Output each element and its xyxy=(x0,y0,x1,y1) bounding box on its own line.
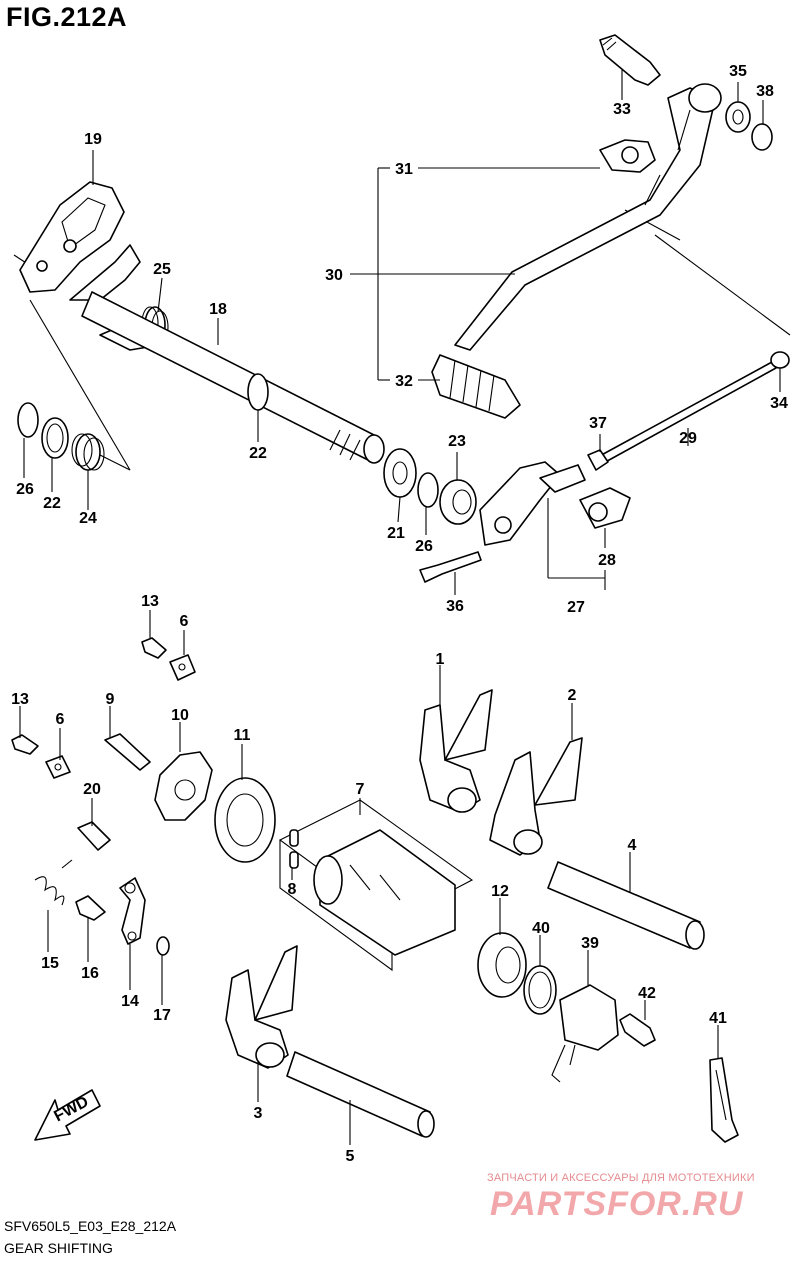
part-15-spring xyxy=(34,859,73,906)
part-11-bearing xyxy=(214,777,276,863)
part-39-gear-position-switch xyxy=(551,984,619,1083)
part-13-bolt-lower xyxy=(11,734,39,755)
label-part-6-upper: 6 xyxy=(180,613,189,630)
figure-name: GEAR SHIFTING xyxy=(4,1240,113,1256)
part-number-labels: 1 2 3 4 5 6 6 7 8 9 10 11 12 13 13 14 15… xyxy=(11,63,788,1165)
label-part-8: 8 xyxy=(288,881,297,898)
part-10-gearshift-cam-stopper xyxy=(154,751,213,821)
label-part-7: 7 xyxy=(356,781,365,798)
label-part-36: 36 xyxy=(446,598,464,615)
label-part-42: 42 xyxy=(638,985,656,1002)
label-part-2: 2 xyxy=(568,687,577,704)
label-part-5: 5 xyxy=(346,1148,355,1165)
label-part-16: 16 xyxy=(81,965,99,982)
part-35-washer xyxy=(725,101,751,133)
label-part-6-lower: 6 xyxy=(56,711,65,728)
label-part-25: 25 xyxy=(153,261,171,278)
part-14-stopper-arm xyxy=(119,877,146,945)
part-31-boss xyxy=(599,139,656,173)
label-part-40: 40 xyxy=(532,920,550,937)
watermark-logo: PARTSFOR.RU xyxy=(490,1185,744,1223)
label-part-24: 24 xyxy=(79,510,97,527)
label-part-27: 27 xyxy=(567,599,585,616)
part-20-screw xyxy=(77,821,111,851)
part-38-circlip xyxy=(751,123,773,151)
label-part-22-shaft: 22 xyxy=(249,445,267,462)
label-part-12: 12 xyxy=(491,883,509,900)
label-part-22-left: 22 xyxy=(43,495,61,512)
label-part-35: 35 xyxy=(729,63,747,80)
part-5-fork-shaft xyxy=(286,1051,435,1138)
label-part-20: 20 xyxy=(83,781,101,798)
part-40-o-ring xyxy=(523,965,557,1015)
label-part-17: 17 xyxy=(153,1007,171,1024)
label-part-21: 21 xyxy=(387,525,405,542)
label-part-29: 29 xyxy=(679,430,697,447)
label-part-34: 34 xyxy=(770,395,788,412)
part-6-plate-lower xyxy=(45,755,71,779)
part-17-washer xyxy=(156,936,170,956)
figure-model-code: SFV650L5_E03_E28_212A xyxy=(4,1218,177,1234)
part-27-shift-link-arm xyxy=(479,461,586,546)
part-36-bolt xyxy=(419,551,482,583)
label-part-1: 1 xyxy=(436,651,445,668)
label-part-13-lower: 13 xyxy=(11,691,29,708)
part-2-gearshift-fork xyxy=(489,737,583,856)
part-19-shift-cam-plate xyxy=(19,181,125,293)
part-13-bolt-upper xyxy=(141,637,167,659)
label-part-9: 9 xyxy=(106,691,115,708)
label-part-38: 38 xyxy=(756,83,774,100)
part-4-fork-shaft xyxy=(547,861,705,950)
parts-26-22-24-left-rings xyxy=(17,402,105,471)
part-16-bolt xyxy=(75,895,106,921)
part-6-plate-upper xyxy=(169,654,196,681)
label-part-18: 18 xyxy=(209,301,227,318)
part-41-clamp xyxy=(709,1057,739,1143)
label-part-33: 33 xyxy=(613,101,631,118)
label-part-4: 4 xyxy=(628,837,637,854)
part-3-gearshift-fork xyxy=(225,945,298,1069)
part-30-gearshift-lever xyxy=(454,83,722,351)
label-part-15: 15 xyxy=(41,955,59,972)
watermark-tagline: ЗАПЧАСТИ И АКСЕССУАРЫ ДЛЯ МОТОТЕХНИКИ xyxy=(487,1172,755,1184)
label-part-26-left: 26 xyxy=(16,481,34,498)
label-part-10: 10 xyxy=(171,707,189,724)
label-part-39: 39 xyxy=(581,935,599,952)
label-part-37: 37 xyxy=(589,415,607,432)
label-part-32: 32 xyxy=(395,373,413,390)
part-9-pin xyxy=(104,733,151,771)
label-part-41: 41 xyxy=(709,1010,727,1027)
label-part-28: 28 xyxy=(598,552,616,569)
leader-lines xyxy=(19,70,781,1145)
part-32-footpeg-rubber xyxy=(431,354,521,419)
label-part-3: 3 xyxy=(254,1105,263,1122)
part-1-gearshift-fork xyxy=(419,689,493,813)
part-29-shift-rod xyxy=(587,351,790,471)
label-part-19: 19 xyxy=(84,131,102,148)
part-12-bearing xyxy=(477,932,527,998)
part-42-bolt xyxy=(619,1013,656,1047)
label-part-31: 31 xyxy=(395,161,413,178)
label-part-30: 30 xyxy=(325,267,343,284)
fwd-direction-arrow: FWD xyxy=(34,1089,101,1141)
part-28-rod-end xyxy=(579,487,631,529)
label-part-14: 14 xyxy=(121,993,139,1010)
label-part-26-right: 26 xyxy=(415,538,433,555)
parts-21-26-23-seals xyxy=(383,448,477,525)
label-part-23: 23 xyxy=(448,433,466,450)
part-18-shift-shaft xyxy=(81,291,385,464)
part-8-pins xyxy=(289,829,299,869)
figure-title: FIG.212A xyxy=(6,2,128,32)
part-33-bolt xyxy=(599,34,661,86)
label-part-11: 11 xyxy=(234,727,251,744)
part-7-gearshift-cam-drum xyxy=(278,799,474,972)
assembly-guide-lines xyxy=(13,209,791,471)
label-part-13-upper: 13 xyxy=(141,593,159,610)
